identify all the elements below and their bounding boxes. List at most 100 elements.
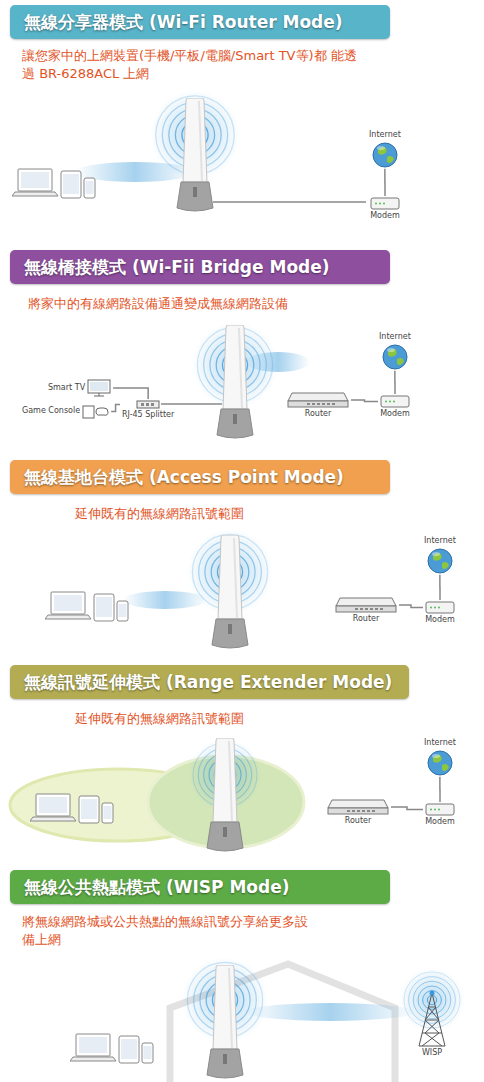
device-label: Modem bbox=[425, 616, 455, 625]
port bbox=[357, 810, 360, 812]
splitter-body bbox=[137, 401, 159, 408]
device-node: Internet bbox=[377, 332, 413, 371]
router-icon bbox=[335, 597, 397, 613]
router-tower bbox=[212, 535, 248, 648]
port bbox=[355, 608, 358, 610]
tv-icon bbox=[87, 379, 111, 397]
client-devices bbox=[45, 592, 128, 621]
port bbox=[151, 403, 154, 406]
antenna-icon bbox=[415, 989, 449, 1047]
globe-icon bbox=[427, 750, 453, 776]
mode-banner: 無線橋接模式 (Wi-Fii Bridge Mode) bbox=[10, 250, 390, 284]
led bbox=[383, 203, 385, 205]
globe-icon bbox=[427, 548, 453, 574]
splitter-icon bbox=[136, 400, 160, 409]
continent bbox=[397, 358, 404, 365]
cable bbox=[213, 201, 366, 203]
device-label: WISP bbox=[422, 1049, 442, 1058]
modem-body bbox=[371, 198, 399, 209]
device-node: Internet bbox=[422, 536, 458, 575]
port bbox=[372, 810, 375, 812]
port bbox=[317, 403, 320, 405]
highlight bbox=[387, 348, 395, 352]
network-cable bbox=[351, 400, 378, 402]
antenna-tip bbox=[430, 991, 435, 996]
network-cable bbox=[394, 371, 396, 394]
port bbox=[365, 608, 368, 610]
modem-icon bbox=[370, 197, 400, 210]
continent bbox=[378, 147, 387, 155]
led bbox=[375, 203, 377, 205]
banner-title: 無線訊號延伸模式 (Range Extender Mode) bbox=[24, 671, 392, 694]
device-label: Router bbox=[353, 615, 380, 624]
cable bbox=[161, 403, 222, 405]
port bbox=[332, 403, 335, 405]
signal-waves bbox=[400, 968, 464, 1032]
device-node: Modem bbox=[368, 196, 402, 222]
port bbox=[370, 608, 373, 610]
device-node: Internet bbox=[422, 738, 458, 777]
router-front bbox=[336, 606, 396, 612]
router-top bbox=[328, 800, 388, 808]
router-front bbox=[288, 401, 348, 407]
port bbox=[367, 810, 370, 812]
modem-icon bbox=[380, 395, 410, 408]
port bbox=[352, 810, 355, 812]
banner-title: 無線基地台模式 (Access Point Mode) bbox=[24, 466, 344, 489]
port bbox=[307, 403, 310, 405]
mode-banner: 無線分享器模式 (Wi-Fi Router Mode) bbox=[10, 5, 390, 39]
network-cable bbox=[111, 405, 120, 412]
console-box bbox=[83, 406, 94, 418]
led bbox=[438, 607, 440, 609]
port bbox=[380, 608, 383, 610]
device-node: Router bbox=[285, 391, 351, 420]
network-cable bbox=[384, 169, 386, 196]
router-top bbox=[336, 598, 396, 606]
device-node: Router bbox=[325, 798, 391, 827]
led bbox=[379, 203, 381, 205]
device-node: Game Console bbox=[20, 403, 111, 420]
mode-description: 讓您家中的上網裝置(手機/平板/電腦/Smart TV等)都 能透過 BR-62… bbox=[22, 47, 367, 82]
network-cable bbox=[391, 807, 423, 810]
port bbox=[362, 810, 365, 812]
port bbox=[322, 403, 325, 405]
lattice-tower bbox=[419, 993, 445, 1046]
led bbox=[434, 607, 436, 609]
network-cable bbox=[113, 388, 148, 399]
router-front bbox=[328, 808, 388, 814]
port bbox=[146, 403, 149, 406]
tv-screen bbox=[90, 382, 108, 391]
router-tower bbox=[207, 965, 243, 1078]
router-icon bbox=[327, 799, 389, 815]
modem-icon bbox=[425, 803, 455, 816]
device-node: RJ-45 Splitter bbox=[120, 399, 176, 421]
device-node: Modem bbox=[423, 802, 457, 828]
tv-stand bbox=[94, 393, 104, 396]
device-node: Router bbox=[333, 596, 399, 625]
mode-description: 延伸既有的無線網路訊號範圍 bbox=[75, 505, 455, 523]
router-top bbox=[288, 393, 348, 401]
device-label: Modem bbox=[380, 410, 410, 419]
led bbox=[434, 809, 436, 811]
device-node: WISP bbox=[413, 988, 451, 1059]
modem-body bbox=[426, 602, 454, 613]
client-devices bbox=[70, 1034, 153, 1063]
device-label: Router bbox=[345, 817, 372, 826]
router-tower bbox=[217, 325, 253, 438]
globe-icon bbox=[372, 142, 398, 168]
tv-frame bbox=[88, 380, 110, 393]
continent bbox=[433, 755, 442, 763]
device-node: Smart TV bbox=[46, 378, 113, 398]
port bbox=[347, 810, 350, 812]
signal-beam bbox=[245, 1003, 415, 1021]
banner-title: 無線橋接模式 (Wi-Fii Bridge Mode) bbox=[24, 256, 330, 279]
led bbox=[393, 401, 395, 403]
device-label: RJ-45 Splitter bbox=[122, 411, 174, 420]
globe bbox=[428, 751, 452, 775]
mode-description: 將無線網路城或公共熱點的無線訊號分享給更多設 備上網 bbox=[22, 913, 322, 948]
led bbox=[389, 401, 391, 403]
device-node: Modem bbox=[378, 394, 412, 420]
modem-body bbox=[381, 396, 409, 407]
port bbox=[141, 403, 144, 406]
device-label: Modem bbox=[425, 818, 455, 827]
